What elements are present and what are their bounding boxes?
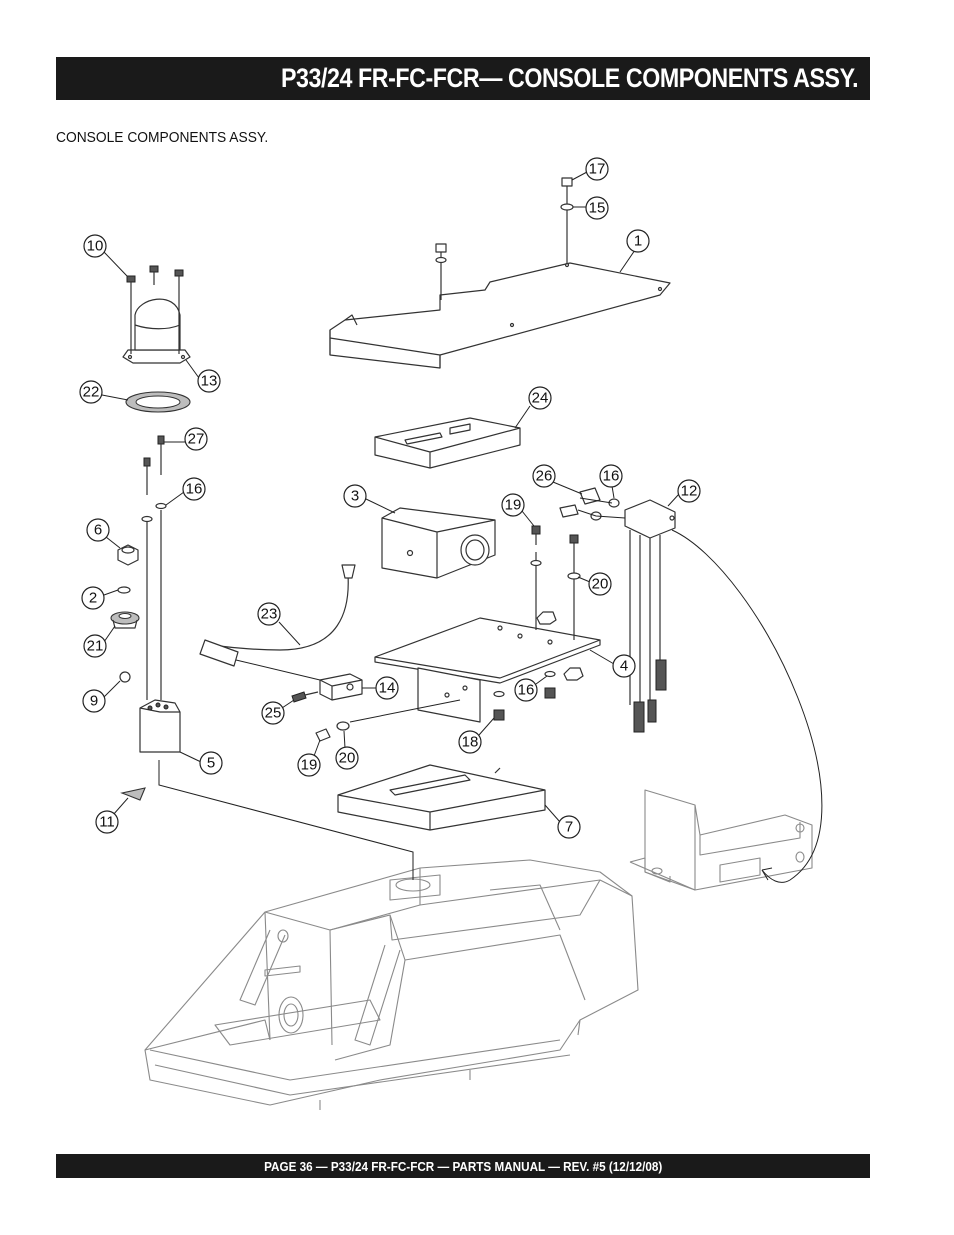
part-1-top-cover [329,262,671,369]
callout-circle [257,602,281,626]
callout-label-1: 1 [634,233,642,250]
callout-label: 9 [90,693,98,710]
callout-label: 27 [188,431,205,448]
callouts: 1 17 15 10 13 22 27 16 6 2 [79,157,701,839]
callout-circle [95,810,119,834]
callout-circle [528,386,552,410]
part-5-body [139,699,181,753]
callout-label: 23 [261,606,278,623]
part-19-20-hardware [315,721,350,742]
callout-label: 11 [99,814,115,831]
callout-label: 17 [589,161,606,178]
callout-circle [83,634,107,658]
callout-circle [612,654,636,678]
callout-circle [83,234,107,258]
part-3-control-box [381,507,496,579]
callout-label: 13 [201,373,218,390]
callout-label: 2 [89,590,97,607]
callout-circle [375,676,399,700]
callout-label: 21 [87,638,104,655]
callout-label: 12 [681,483,698,500]
part-10-screws [126,265,184,354]
connector-hardware [559,487,620,521]
callout-circle [199,751,223,775]
callout-label: 20 [339,750,356,767]
callout-label: 14 [379,680,396,697]
callout-label: 19 [301,757,318,774]
callout-circle [86,518,110,542]
assembly-lines [158,497,626,880]
callout-label: 5 [207,755,215,772]
callout-label: 10 [87,238,104,255]
callout-label: 16 [518,682,535,699]
console-frame [144,859,639,1110]
part-11-wedge [120,787,146,801]
footer-bar: PAGE 36 — P33/24 FR-FC-FCR — PARTS MANUA… [56,1154,870,1178]
part-27-bolts [141,435,167,700]
callout-label: 24 [532,390,549,407]
callout-label: 26 [536,468,553,485]
callout-circle [588,572,612,596]
callout-circle [677,479,701,503]
part-2-washer [117,586,131,594]
callout-label: 7 [565,819,573,836]
part-7-bottom-pad [337,764,546,831]
part-23-cable [199,564,356,667]
callout-label: 18 [462,734,479,751]
plate-hardware [435,177,584,721]
page-title: P33/24 FR-FC-FCR— CONSOLE COMPONENTS ASS… [280,63,859,93]
callout-circle [532,464,556,488]
section-label: CONSOLE COMPONENTS ASSY. [56,129,269,146]
part-24-pad [374,417,521,469]
callout-circle [501,493,525,517]
callout-label: 25 [265,705,282,722]
side-cable-box [629,789,813,891]
part-12-harness [624,499,676,733]
part-22-gasket [125,391,191,413]
part-25-screw [291,691,319,703]
callout-circle [81,586,105,610]
part-21-grommet [110,611,140,629]
callout-circle [82,689,106,713]
callout-circle [343,484,367,508]
part-6-knob [117,544,139,566]
callout-label: 20 [592,576,609,593]
callout-circle [585,157,609,181]
callout-label: 22 [83,384,100,401]
callout-circle [514,678,538,702]
callout-circle [458,730,482,754]
part-4-mounting-plate [374,617,601,723]
part-13-boot [122,298,191,364]
callout-circle [335,746,359,770]
callout-label: 16 [186,481,203,498]
callout-circle [184,427,208,451]
callout-circle [182,477,206,501]
callout-circle [297,753,321,777]
callout-circle [585,196,609,220]
callout-circle [557,815,581,839]
callout-label: 4 [620,658,628,675]
footer-text: PAGE 36 — P33/24 FR-FC-FCR — PARTS MANUA… [263,1158,663,1174]
callout-label: 16 [603,468,620,485]
callout-circle [197,369,221,393]
callout-circle [261,701,285,725]
callout-circle [79,380,103,404]
part-14-switch [319,673,363,701]
callout-circle [599,464,623,488]
callout-label: 3 [351,488,359,505]
callout-1 [626,229,650,253]
callout-label: 15 [589,200,606,217]
part-9-pin [119,671,131,683]
callout-label: 19 [505,497,522,514]
callout-label: 6 [94,522,102,539]
page-title-bar: P33/24 FR-FC-FCR— CONSOLE COMPONENTS ASS… [56,57,870,100]
